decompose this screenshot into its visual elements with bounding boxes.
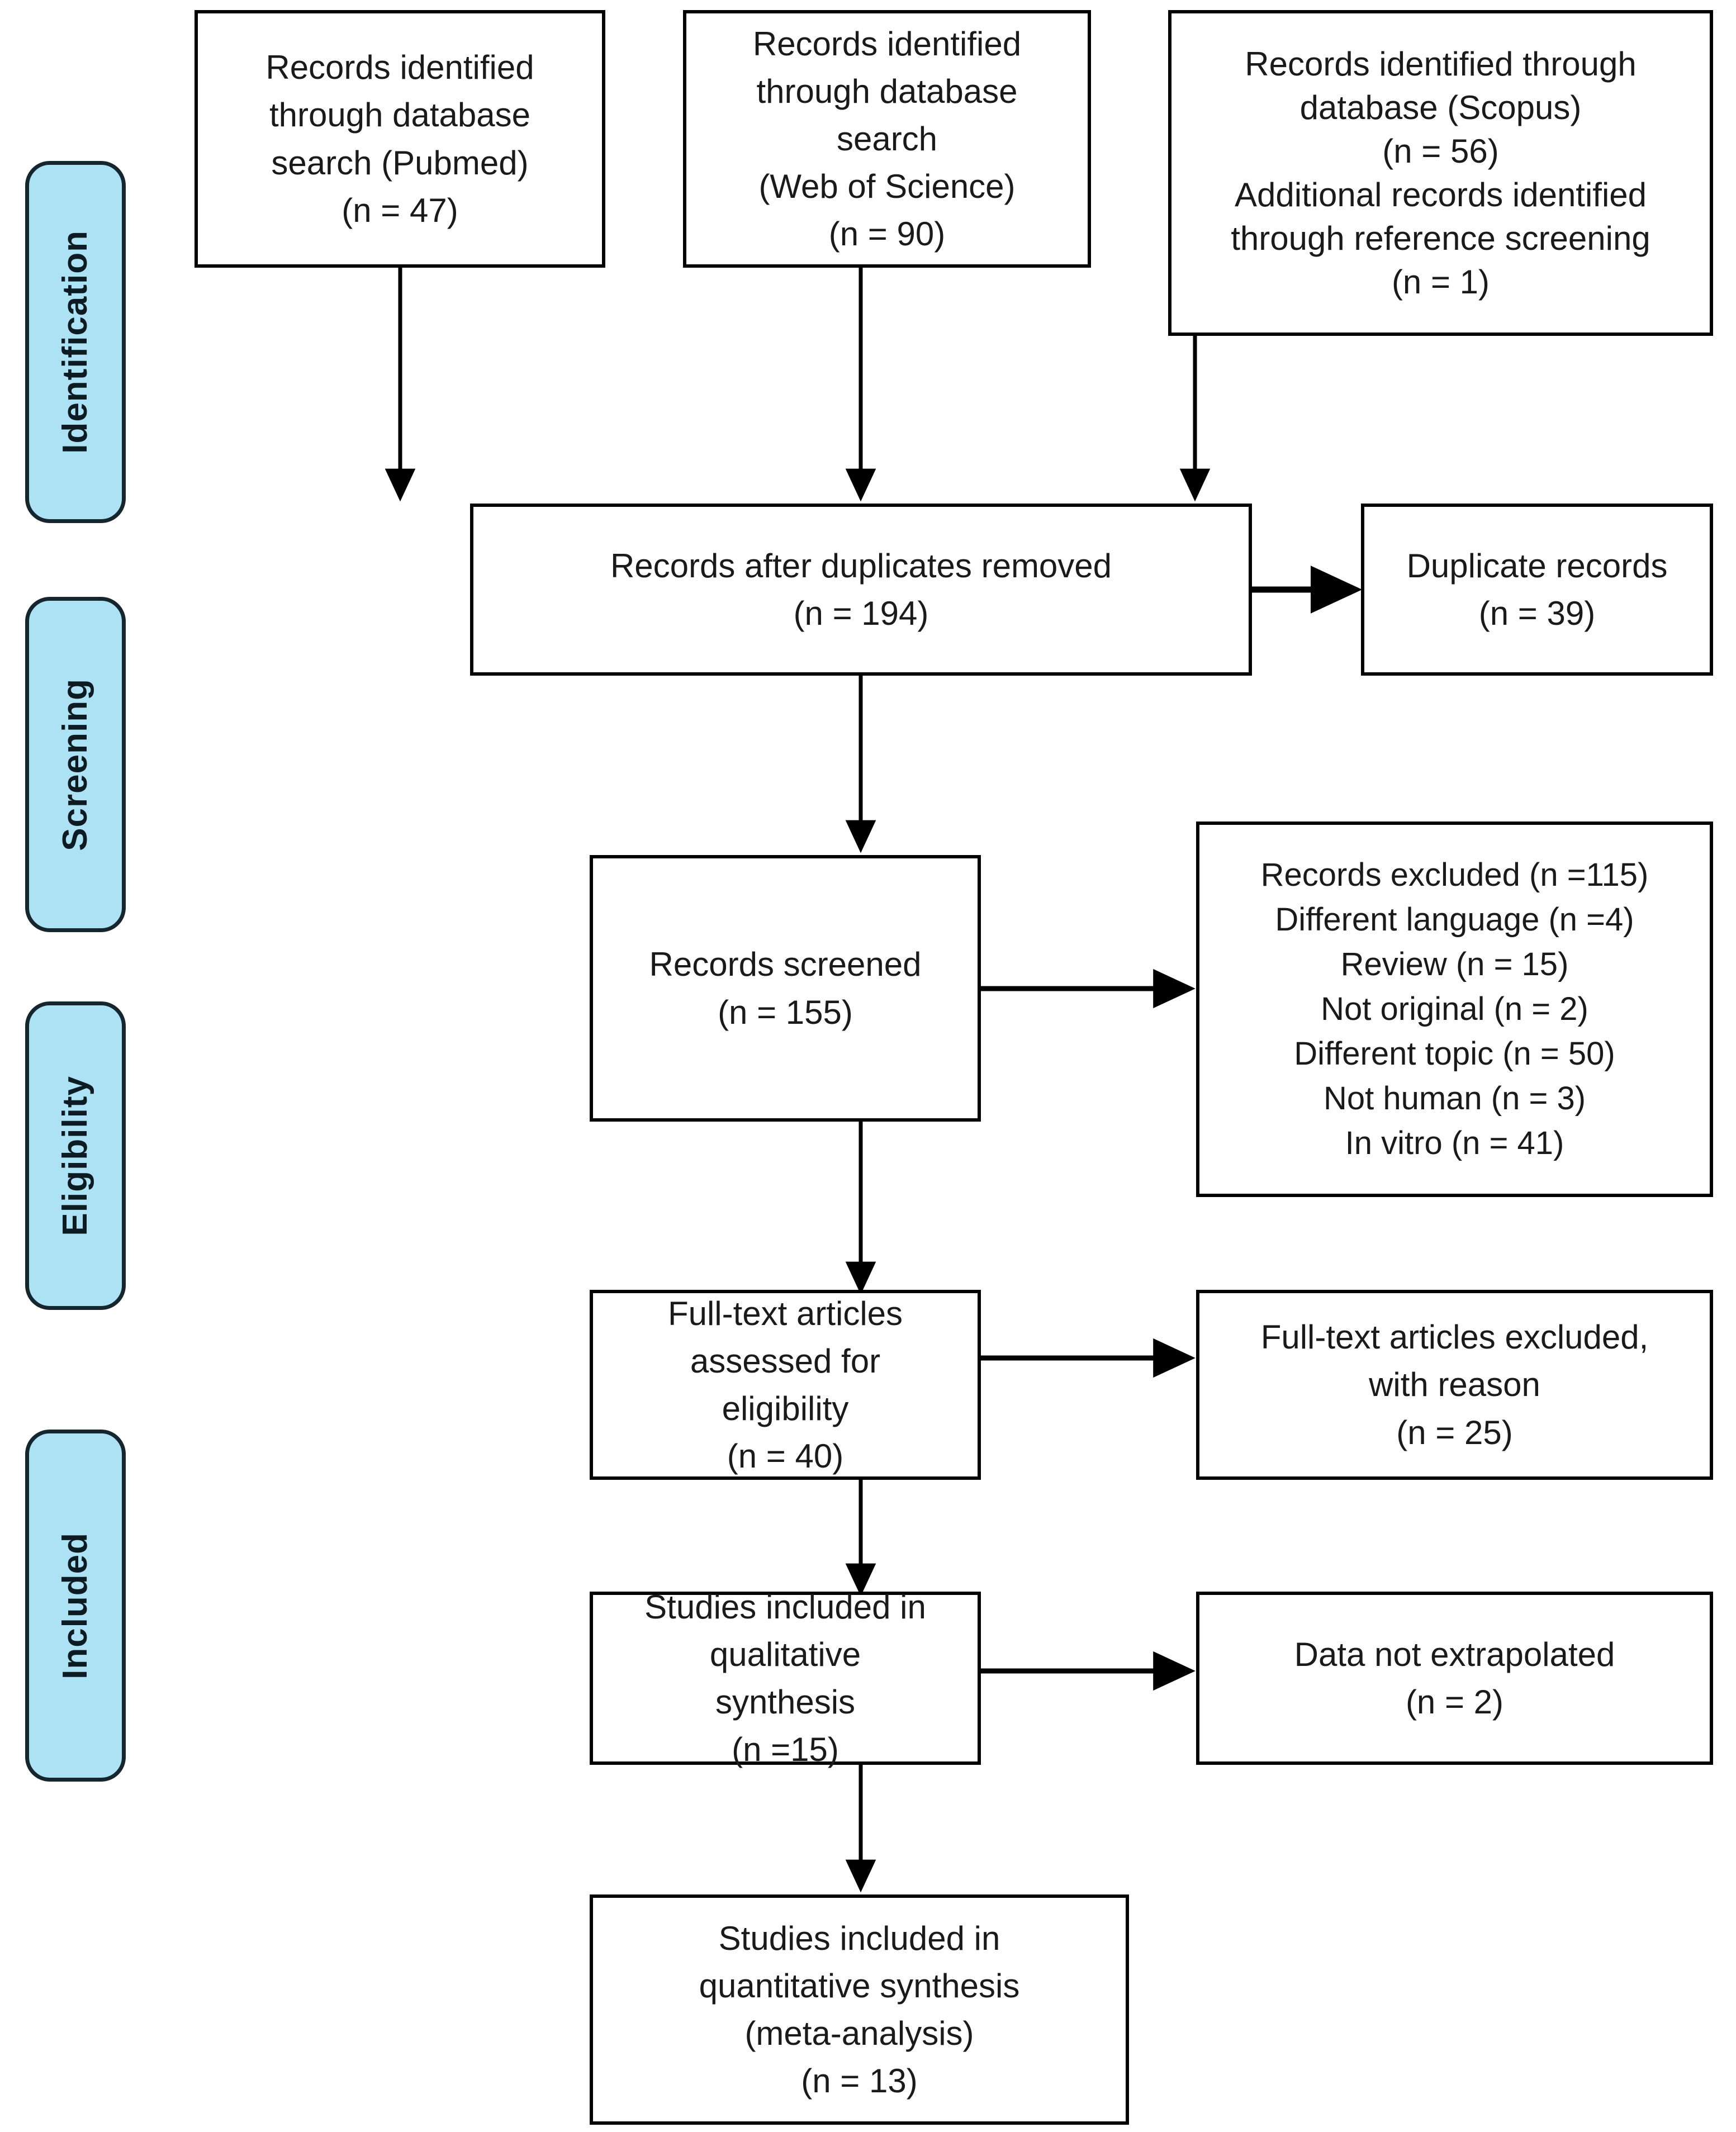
stage-pill-eligibility: Eligibility xyxy=(25,1001,126,1310)
stage-pill-included: Included xyxy=(25,1430,126,1782)
stage-label-screening: Screening xyxy=(56,678,94,851)
box-records-excluded: Records excluded (n =115) Different lang… xyxy=(1196,822,1713,1197)
box-records-scopus: Records identified through database (Sco… xyxy=(1168,10,1713,336)
box-data-not-extrapolated-text: Data not extrapolated (n = 2) xyxy=(1294,1635,1615,1721)
box-records-screened-text: Records screened (n = 155) xyxy=(649,946,922,1031)
stage-label-included: Included xyxy=(56,1532,94,1679)
box-records-after-duplicates-removed-text: Records after duplicates removed (n = 19… xyxy=(610,547,1112,632)
box-qualitative-synthesis: Studies included in qualitative synthesi… xyxy=(590,1588,981,1768)
box-records-screened: Records screened (n = 155) xyxy=(590,855,981,1122)
box-fulltext-assessed-text: Full-text articles assessed for eligibil… xyxy=(667,1294,903,1475)
box-records-scopus-text: Records identified through database (Sco… xyxy=(1231,45,1650,301)
box-fulltext-excluded-text: Full-text articles excluded, with reason… xyxy=(1260,1318,1649,1451)
box-duplicate-records-text: Duplicate records (n = 39) xyxy=(1406,547,1668,632)
stage-label-identification: Identification xyxy=(56,230,94,454)
stage-pill-identification: Identification xyxy=(25,161,126,523)
stage-label-eligibility: Eligibility xyxy=(56,1075,94,1236)
box-records-pubmed: Records identified through database sear… xyxy=(195,10,605,268)
box-quantitative-synthesis-text: Studies included in quantitative synthes… xyxy=(699,1919,1020,2100)
box-fulltext-assessed: Full-text articles assessed for eligibil… xyxy=(590,1290,981,1480)
box-quantitative-synthesis: Studies included in quantitative synthes… xyxy=(590,1894,1129,2125)
box-records-webofscience: Records identified through database sear… xyxy=(683,10,1091,268)
box-fulltext-excluded: Full-text articles excluded, with reason… xyxy=(1196,1290,1713,1480)
box-records-pubmed-text: Records identified through database sear… xyxy=(265,49,534,229)
box-qualitative-synthesis-text: Studies included in qualitative synthesi… xyxy=(644,1588,926,1769)
box-duplicate-records: Duplicate records (n = 39) xyxy=(1361,504,1713,676)
box-records-webofscience-text: Records identified through database sear… xyxy=(752,25,1022,253)
box-data-not-extrapolated: Data not extrapolated (n = 2) xyxy=(1196,1592,1713,1765)
stage-pill-screening: Screening xyxy=(25,597,126,932)
box-records-after-duplicates-removed: Records after duplicates removed (n = 19… xyxy=(470,504,1252,676)
box-records-excluded-text: Records excluded (n =115) Different lang… xyxy=(1260,856,1649,1162)
